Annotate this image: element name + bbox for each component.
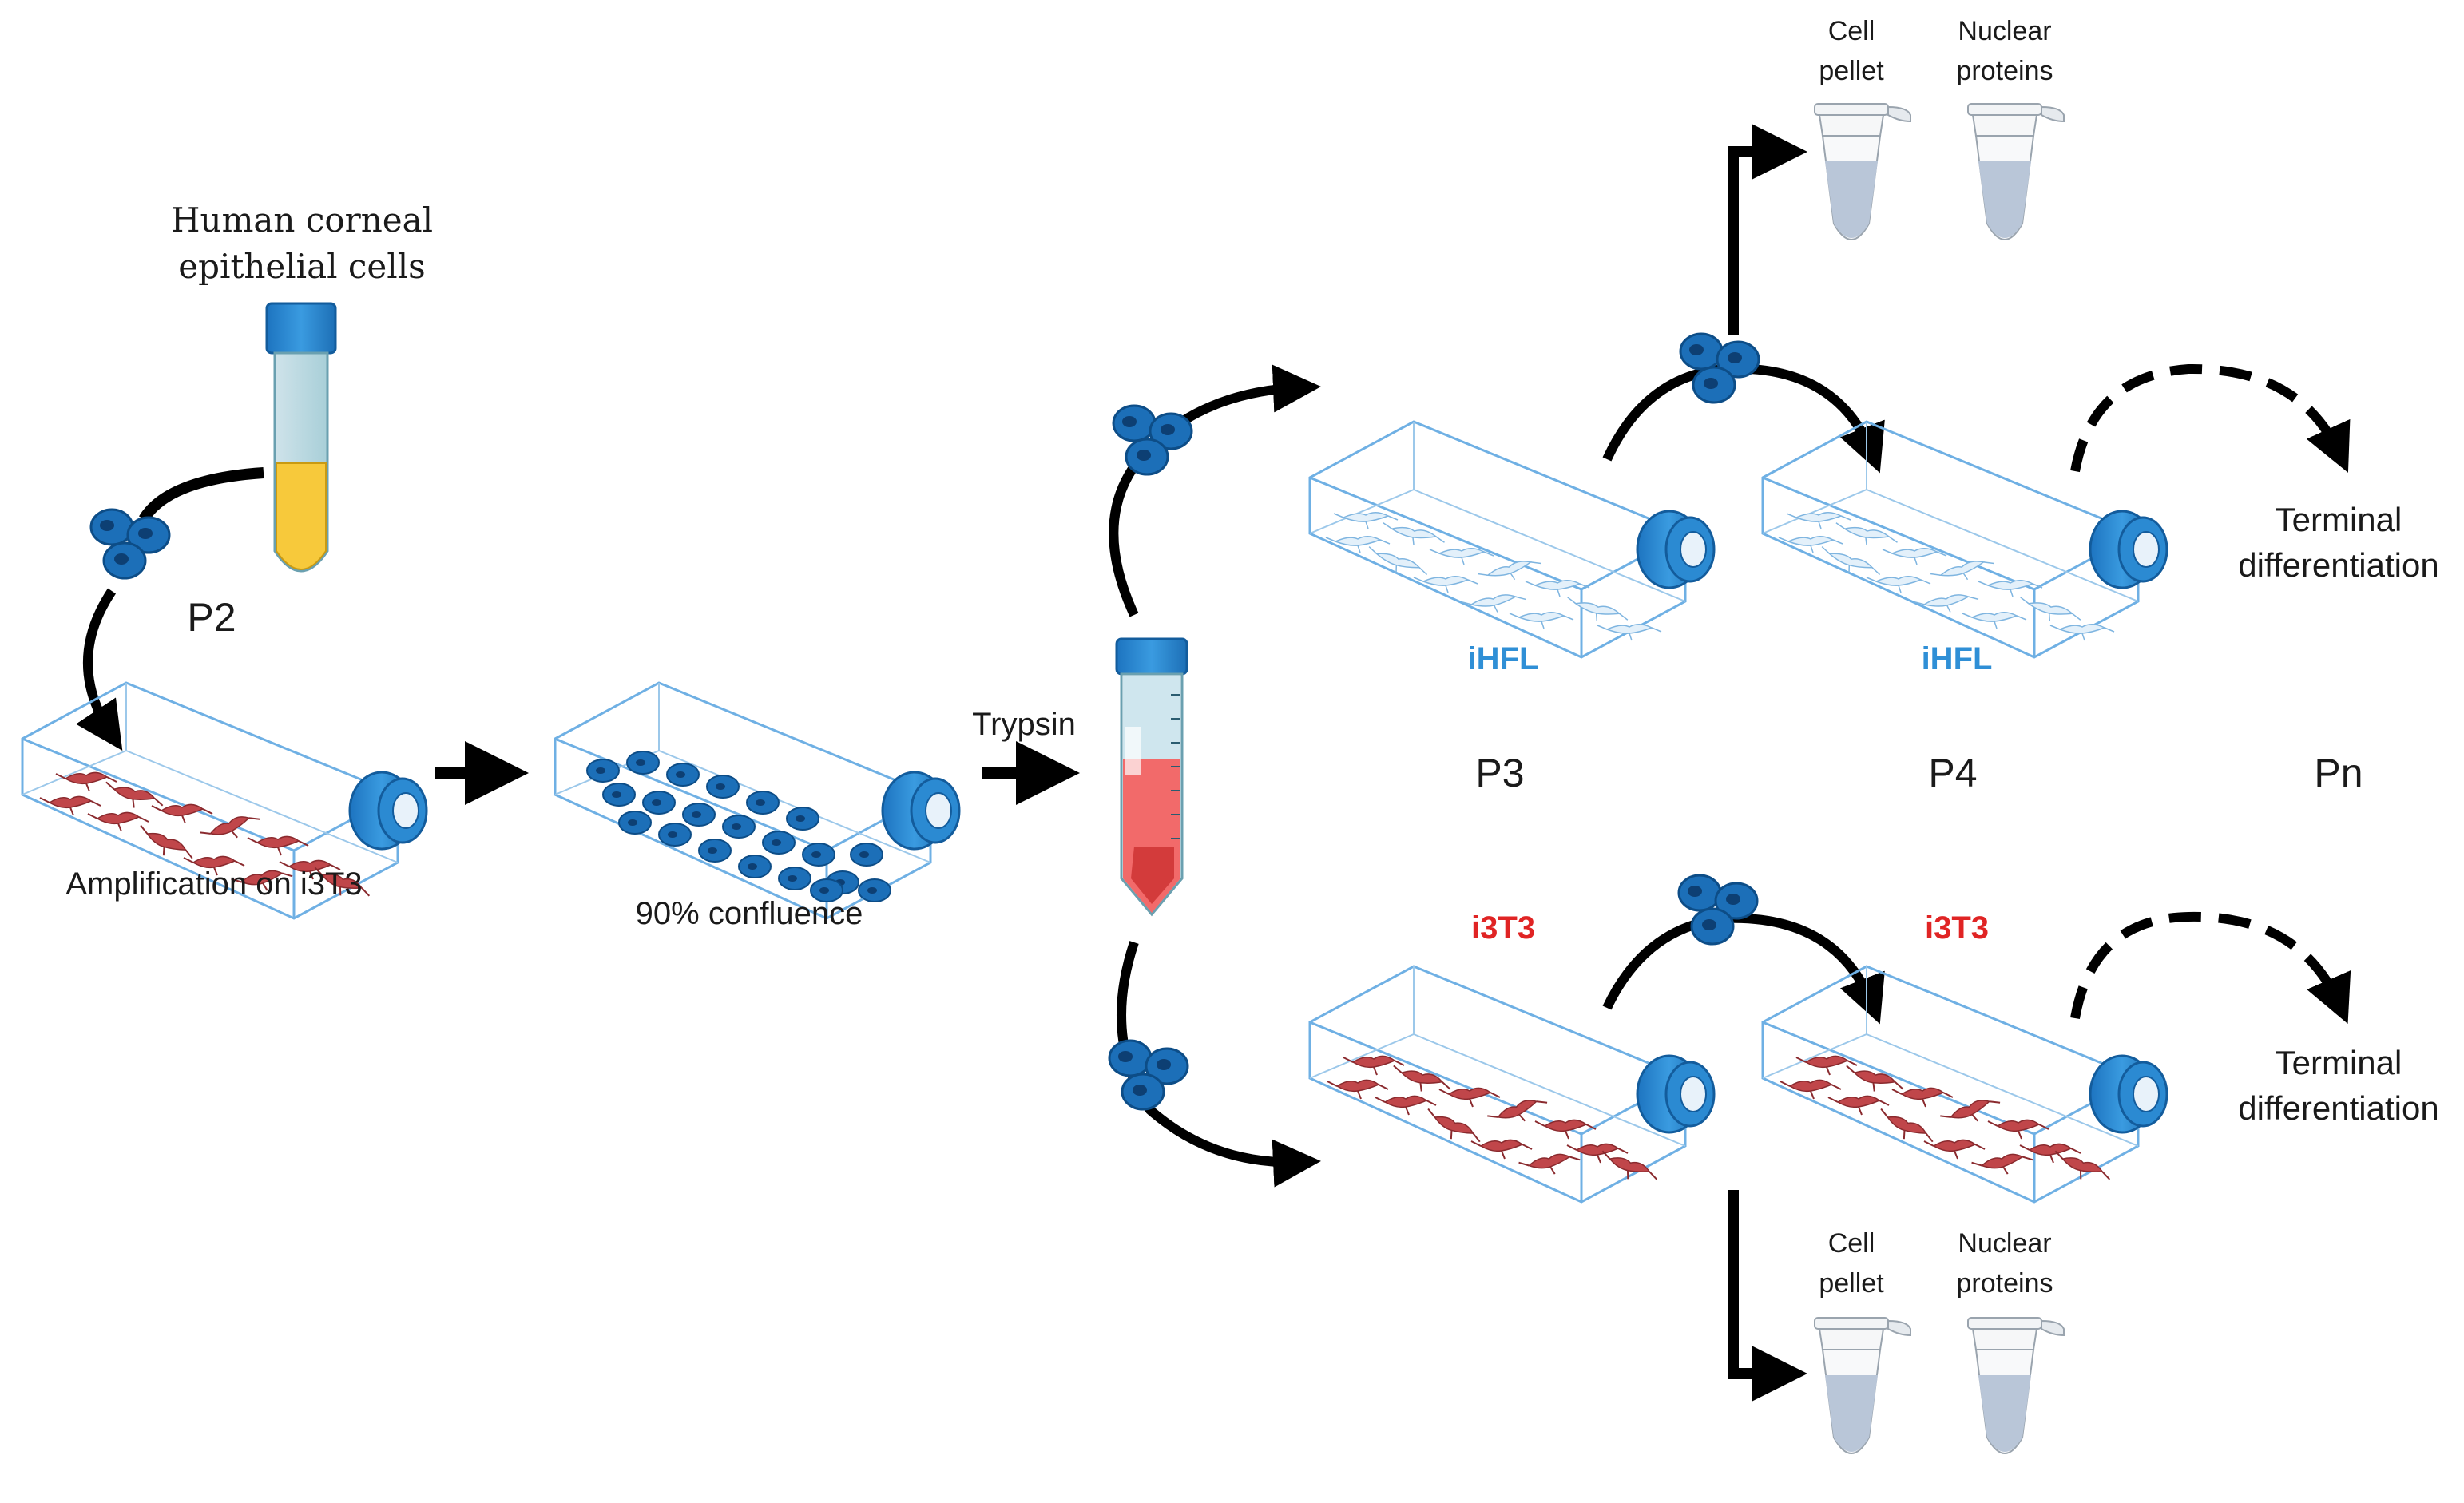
arrow-icon (2070, 363, 2351, 473)
arrow-icon (1602, 913, 1885, 1025)
culture-flask-icon (1761, 420, 2168, 659)
arrow-icon (1728, 124, 1807, 335)
passage-p4: P4 (1928, 751, 1977, 795)
passage-p2: P2 (187, 595, 236, 640)
sample-group-upper: Cell pellet Nuclear proteins (1814, 16, 2065, 240)
terminal-label-lower-line1: Terminal (2276, 1044, 2402, 1081)
cell-cluster-icon (1679, 332, 1760, 404)
terminal-label-upper-line1: Terminal (2276, 501, 2402, 538)
test-tube-icon (265, 302, 337, 573)
culture-flask-icon (554, 681, 961, 920)
terminal-label-lower-line2: differentiation (2238, 1089, 2438, 1127)
cell-cluster-icon (1677, 874, 1759, 946)
cell-cluster-icon (1108, 1039, 1189, 1111)
arrow-icon (1117, 941, 1321, 1188)
confluence-label: 90% confluence (636, 896, 863, 931)
nuclear-proteins-label-line1: Nuclear (1958, 16, 2051, 46)
ihfl-feeder-layer (1325, 511, 1662, 641)
falcon-tube-icon (1115, 637, 1188, 917)
arrow-icon (1728, 1190, 1807, 1402)
passage-p3: P3 (1475, 751, 1524, 795)
culture-label-i3t3-p4: i3T3 (1925, 910, 1989, 946)
arrow-icon (76, 588, 123, 751)
nuclear-proteins-label-line2: proteins (1957, 1268, 2053, 1299)
cell-pellet-label-line2: pellet (1819, 56, 1884, 86)
source-label-line2: epithelial cells (178, 247, 425, 286)
culture-label-i3t3-p3: i3T3 (1471, 910, 1535, 946)
eppendorf-tube-icon (1967, 103, 2065, 240)
cell-pellet-label-line1: Cell (1828, 1228, 1875, 1259)
culture-label-ihfl-p3: iHFL (1468, 641, 1539, 676)
terminal-label-upper-line2: differentiation (2238, 546, 2438, 584)
nuclear-proteins-label-line2: proteins (1957, 56, 2053, 86)
eppendorf-tube-icon (1814, 103, 1911, 240)
cell-cluster-icon (1112, 404, 1193, 476)
cell-pellet-label-line2: pellet (1819, 1268, 1884, 1299)
arrow-icon (2070, 911, 2351, 1025)
culture-flask-icon (1308, 420, 1716, 659)
fibroblast-layer (1780, 1055, 2114, 1190)
culture-label-ihfl-p4: iHFL (1922, 641, 1993, 676)
amplification-label: Amplification on i3T3 (65, 867, 362, 902)
ihfl-feeder-layer (1778, 511, 2115, 641)
sample-group-lower: Cell pellet Nuclear proteins (1814, 1228, 2065, 1454)
culture-flask-icon (1308, 965, 1716, 1204)
culture-flask-icon (1761, 965, 2168, 1204)
cell-pellet-label-line1: Cell (1828, 16, 1875, 46)
nuclear-proteins-label-line1: Nuclear (1958, 1228, 2051, 1259)
arrow-icon (1602, 363, 1885, 474)
eppendorf-tube-icon (1814, 1317, 1911, 1454)
fibroblast-layer (1327, 1055, 1661, 1190)
passage-pn: Pn (2314, 751, 2363, 795)
trypsin-label: Trypsin (972, 707, 1076, 742)
cell-cluster-icon (89, 508, 171, 580)
source-label-line1: Human corneal (171, 200, 433, 240)
source-label: Human corneal epithelial cells (171, 200, 433, 286)
eppendorf-tube-icon (1967, 1317, 2065, 1454)
arrow-icon (139, 467, 264, 522)
